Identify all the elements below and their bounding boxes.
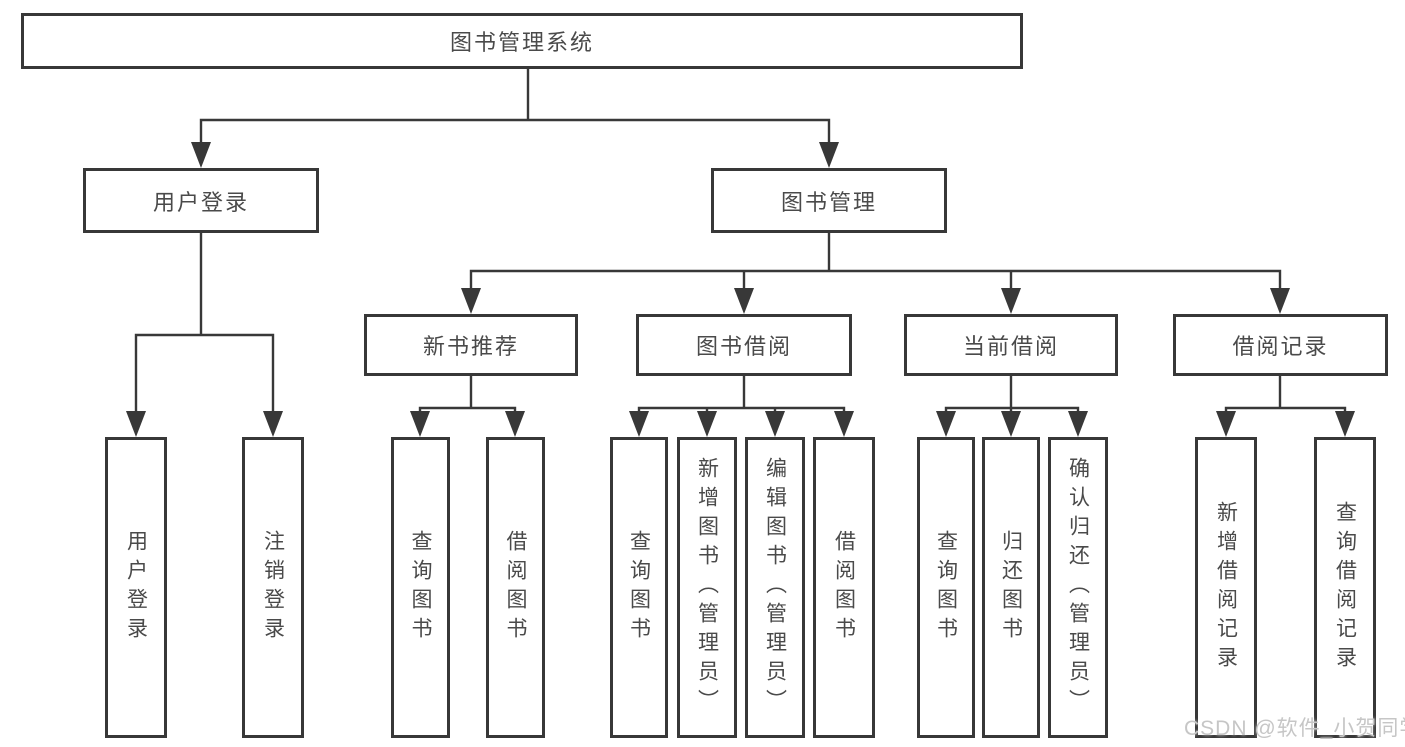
- node-new-book-rec: 新书推荐: [364, 314, 578, 376]
- node-leaf-add-book-admin: 新增图书（管理员）: [677, 437, 737, 738]
- node-book-borrow: 图书借阅: [636, 314, 852, 376]
- connector-book-mgmt-branch: [461, 231, 1290, 314]
- node-leaf-confirm-return-admin: 确认归还（管理员）: [1048, 437, 1108, 738]
- node-root: 图书管理系统: [21, 13, 1023, 69]
- node-leaf-borrow-books-rec: 借阅图书: [486, 437, 545, 738]
- node-leaf-query-borrow-record: 查询借阅记录: [1314, 437, 1376, 738]
- node-leaf-add-borrow-record: 新增借阅记录: [1195, 437, 1257, 738]
- connector-current-borrow: [936, 374, 1088, 437]
- connector-new-book-rec: [410, 374, 525, 437]
- csdn-watermark: CSDN @软件_小贺同学: [1184, 717, 1405, 740]
- node-leaf-query-books-borrow: 查询图书: [610, 437, 668, 738]
- node-leaf-borrow-books: 借阅图书: [813, 437, 875, 738]
- node-current-borrow: 当前借阅: [904, 314, 1118, 376]
- node-borrow-records: 借阅记录: [1173, 314, 1388, 376]
- node-book-mgmt-branch: 图书管理: [711, 168, 947, 233]
- node-leaf-query-books-rec: 查询图书: [391, 437, 450, 738]
- connector-user-login-branch: [126, 231, 283, 437]
- node-user-login-branch: 用户登录: [83, 168, 319, 233]
- node-leaf-return-book: 归还图书: [982, 437, 1040, 738]
- node-leaf-logout: 注销登录: [242, 437, 304, 738]
- node-leaf-query-books-current: 查询图书: [917, 437, 975, 738]
- connector-root-to-level2: [191, 67, 839, 168]
- node-leaf-edit-book-admin: 编辑图书（管理员）: [745, 437, 805, 738]
- connector-borrow-records: [1216, 374, 1355, 437]
- node-leaf-user-login: 用户登录: [105, 437, 167, 738]
- connector-book-borrow: [629, 374, 854, 437]
